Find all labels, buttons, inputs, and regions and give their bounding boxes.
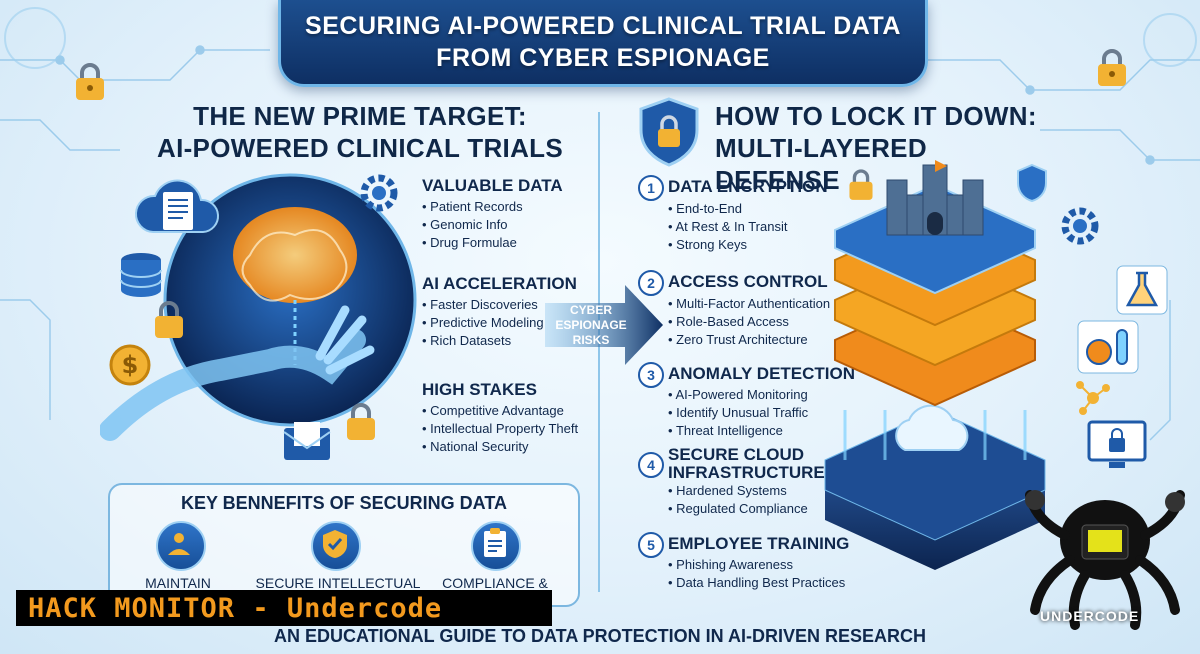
- section-title-data-encryption: DATA ENCRYPTION: [668, 177, 828, 196]
- arrow-label-line: CYBER: [569, 303, 612, 317]
- lock-icon: [76, 63, 104, 100]
- monitor-lock-icon: [1087, 420, 1147, 468]
- arrow-label-line: ESPIONAGE: [555, 318, 627, 332]
- title-line-2: FROM CYBER ESPIONAGE: [436, 44, 770, 72]
- mail-icon: [283, 422, 331, 460]
- employee-training-list: Phishing Awareness Data Handling Best Pr…: [668, 556, 845, 592]
- list-item: Role-Based Access: [668, 313, 830, 331]
- access-control-list: Multi-Factor Authentication Role-Based A…: [668, 295, 830, 349]
- step-number-5: 5: [638, 532, 664, 558]
- user-benefit-icon: [156, 521, 206, 571]
- step-number-2: 2: [638, 270, 664, 296]
- section-title-employee-training: EMPLOYEE TRAINING: [668, 534, 850, 553]
- valuable-data-list: Patient Records Genomic Info Drug Formul…: [422, 198, 523, 252]
- step-number-1: 1: [638, 175, 664, 201]
- hack-monitor-watermark: HACK MONITOR - Undercode: [16, 590, 552, 626]
- list-item: Zero Trust Architecture: [668, 331, 830, 349]
- shield-check-icon: [323, 530, 347, 558]
- flask-icon: [1116, 265, 1168, 315]
- section-title-valuable-data: VALUABLE DATA: [422, 176, 563, 195]
- network-icon: [1076, 381, 1110, 415]
- list-item: Regulated Compliance: [668, 500, 808, 518]
- arrow-label-line: RISKS: [572, 333, 610, 347]
- footer-caption: AN EDUCATIONAL GUIDE TO DATA PROTECTION …: [273, 626, 927, 646]
- watermark-text: HACK MONITOR - Undercode: [28, 592, 443, 624]
- list-item: Data Handling Best Practices: [668, 574, 845, 592]
- list-item: Competitive Advantage: [422, 402, 578, 420]
- undercode-logo-text: UNDERCODE: [1040, 608, 1140, 624]
- secure-cloud-list: Hardened Systems Regulated Compliance: [668, 482, 808, 518]
- right-heading-line-1: HOW TO LOCK IT DOWN:: [715, 101, 1037, 131]
- step-number-3: 3: [638, 362, 664, 388]
- list-item: At Rest & In Transit: [668, 218, 787, 236]
- list-item: Rich Datasets: [422, 332, 544, 350]
- column-divider: [598, 112, 600, 592]
- benefit-label-secure-ip: SECURE INTELLECTUAL: [255, 575, 421, 591]
- ai-acceleration-list: Faster Discoveries Predictive Modeling R…: [422, 296, 544, 350]
- section-title-anomaly-detection: ANOMALY DETECTION: [668, 364, 856, 383]
- handshake-icon: [168, 533, 190, 555]
- section-title-high-stakes: HIGH STAKES: [422, 380, 537, 399]
- section-title-line: SECURE CLOUD: [668, 445, 805, 464]
- section-title-access-control: ACCESS CONTROL: [668, 272, 828, 291]
- section-title-secure-cloud: SECURE CLOUD INFRASTRUCTURE: [668, 446, 825, 482]
- benefit-label-compliance: COMPLIANCE &: [442, 575, 548, 591]
- left-heading-line-1: THE NEW PRIME TARGET:: [193, 101, 527, 131]
- ai-brain-illustration: [100, 173, 417, 441]
- left-heading: THE NEW PRIME TARGET: AI-POWERED CLINICA…: [150, 100, 570, 164]
- list-item: Phishing Awareness: [668, 556, 845, 574]
- gear-icon: [360, 174, 398, 212]
- list-item: Multi-Factor Authentication: [668, 295, 830, 313]
- key-benefits-title: KEY BENNEFITS OF SECURING DATA: [180, 493, 508, 513]
- dollar-icon: $: [109, 344, 151, 386]
- list-item: Intellectual Property Theft: [422, 420, 578, 438]
- anomaly-detection-list: AI-Powered Monitoring Identify Unusual T…: [668, 386, 808, 440]
- section-title-ai-acceleration: AI ACCELERATION: [422, 274, 577, 293]
- list-item: End-to-End: [668, 200, 787, 218]
- list-item: Hardened Systems: [668, 482, 808, 500]
- data-encryption-list: End-to-End At Rest & In Transit Strong K…: [668, 200, 787, 254]
- list-item: Genomic Info: [422, 216, 523, 234]
- shield-lock-icon: [639, 97, 699, 167]
- left-heading-line-2: AI-POWERED CLINICAL TRIALS: [157, 133, 563, 163]
- svg-text:$: $: [122, 351, 139, 379]
- list-item: Threat Intelligence: [668, 422, 808, 440]
- list-item: Drug Formulae: [422, 234, 523, 252]
- list-item: Patient Records: [422, 198, 523, 216]
- layered-defense-illustration: [824, 160, 1046, 570]
- lock-icon: [849, 169, 873, 200]
- list-item: Predictive Modeling: [422, 314, 543, 332]
- high-stakes-list: Competitive Advantage Intellectual Prope…: [422, 402, 578, 456]
- clipboard-icon: [484, 528, 506, 557]
- title-banner: SECURING AI-POWERED CLINICAL TRIAL DATA …: [278, 0, 928, 87]
- right-heading-line-2: MULTI-LAYERED DEFENSE: [715, 133, 927, 195]
- right-heading: HOW TO LOCK IT DOWN: MULTI-LAYERED DEFEN…: [715, 100, 1055, 196]
- benefit-label-maintain: MAINTAIN: [145, 575, 211, 591]
- step-number-4: 4: [638, 452, 664, 478]
- database-icon: [120, 253, 162, 297]
- lock-icon: [155, 301, 183, 338]
- lab-equipment-icon: [1077, 320, 1139, 374]
- list-item: National Security: [422, 438, 578, 456]
- gear-icon: [1061, 207, 1099, 245]
- lock-icon: [347, 403, 375, 440]
- list-item: Faster Discoveries: [422, 296, 544, 314]
- cyber-espionage-arrow: [545, 285, 663, 365]
- lock-icon: [1098, 49, 1126, 86]
- undercode-octopus-logo: [1025, 490, 1185, 630]
- title-line-1: SECURING AI-POWERED CLINICAL TRIAL DATA: [305, 12, 901, 40]
- list-item: Identify Unusual Traffic: [668, 404, 808, 422]
- cyber-espionage-label: CYBER ESPIONAGE RISKS: [548, 303, 634, 348]
- list-item: Strong Keys: [668, 236, 787, 254]
- list-item: AI-Powered Monitoring: [668, 386, 808, 404]
- section-title-line: INFRASTRUCTURE: [668, 463, 825, 482]
- cloud-document-icon: [134, 179, 219, 233]
- shield-icon: [1017, 163, 1047, 203]
